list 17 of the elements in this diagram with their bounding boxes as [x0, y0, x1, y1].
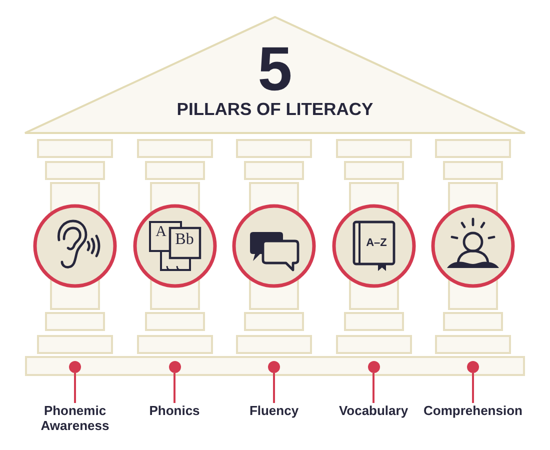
leader-line [472, 373, 474, 403]
card-letter: Bb [175, 232, 194, 248]
book-cover-text: A–Z [366, 238, 387, 249]
pillar-label: Phonemic Awareness [39, 403, 111, 433]
leader-line [372, 373, 374, 403]
base-slab [25, 356, 525, 376]
pillar-label: Fluency [249, 403, 299, 418]
big-number: 5 [258, 39, 292, 101]
leader-line [273, 373, 275, 403]
heading-text: PILLARS OF LITERACY [176, 101, 374, 118]
roof-pediment [24, 16, 526, 134]
pillar-label: Vocabulary [338, 403, 408, 418]
pillar-label: Phonics [149, 403, 200, 418]
pillar-label: Comprehension [424, 403, 522, 418]
leader-line [174, 373, 176, 403]
leader-line [74, 373, 76, 403]
card-letter: A [156, 225, 166, 240]
